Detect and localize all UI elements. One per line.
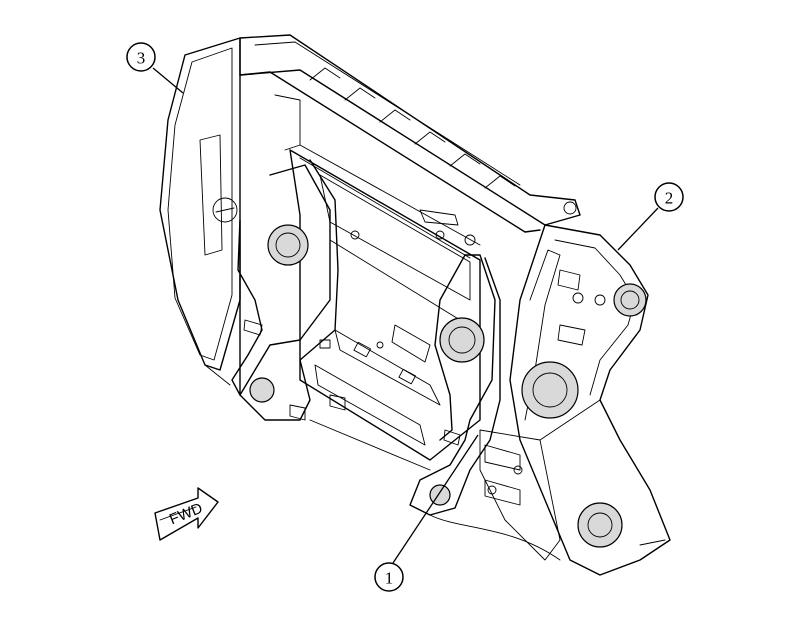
fwd-direction-arrow: FWD (154, 487, 219, 541)
right-side-plate (479, 224, 671, 576)
callout-3: 3 (126, 42, 184, 94)
callout-1: 1 (374, 434, 479, 592)
callout-2: 2 (617, 182, 684, 251)
callout-3-label: 3 (137, 49, 146, 68)
callout-2-label: 2 (665, 189, 674, 208)
top-frame (239, 34, 581, 259)
left-hook-plate (231, 159, 339, 421)
fwd-label: FWD (167, 500, 205, 529)
bottom-contours (204, 364, 561, 561)
inner-cavity (289, 149, 481, 461)
center-hook-plate (409, 254, 501, 516)
callout-1-label: 1 (385, 569, 394, 588)
left-side-plate (159, 37, 241, 371)
